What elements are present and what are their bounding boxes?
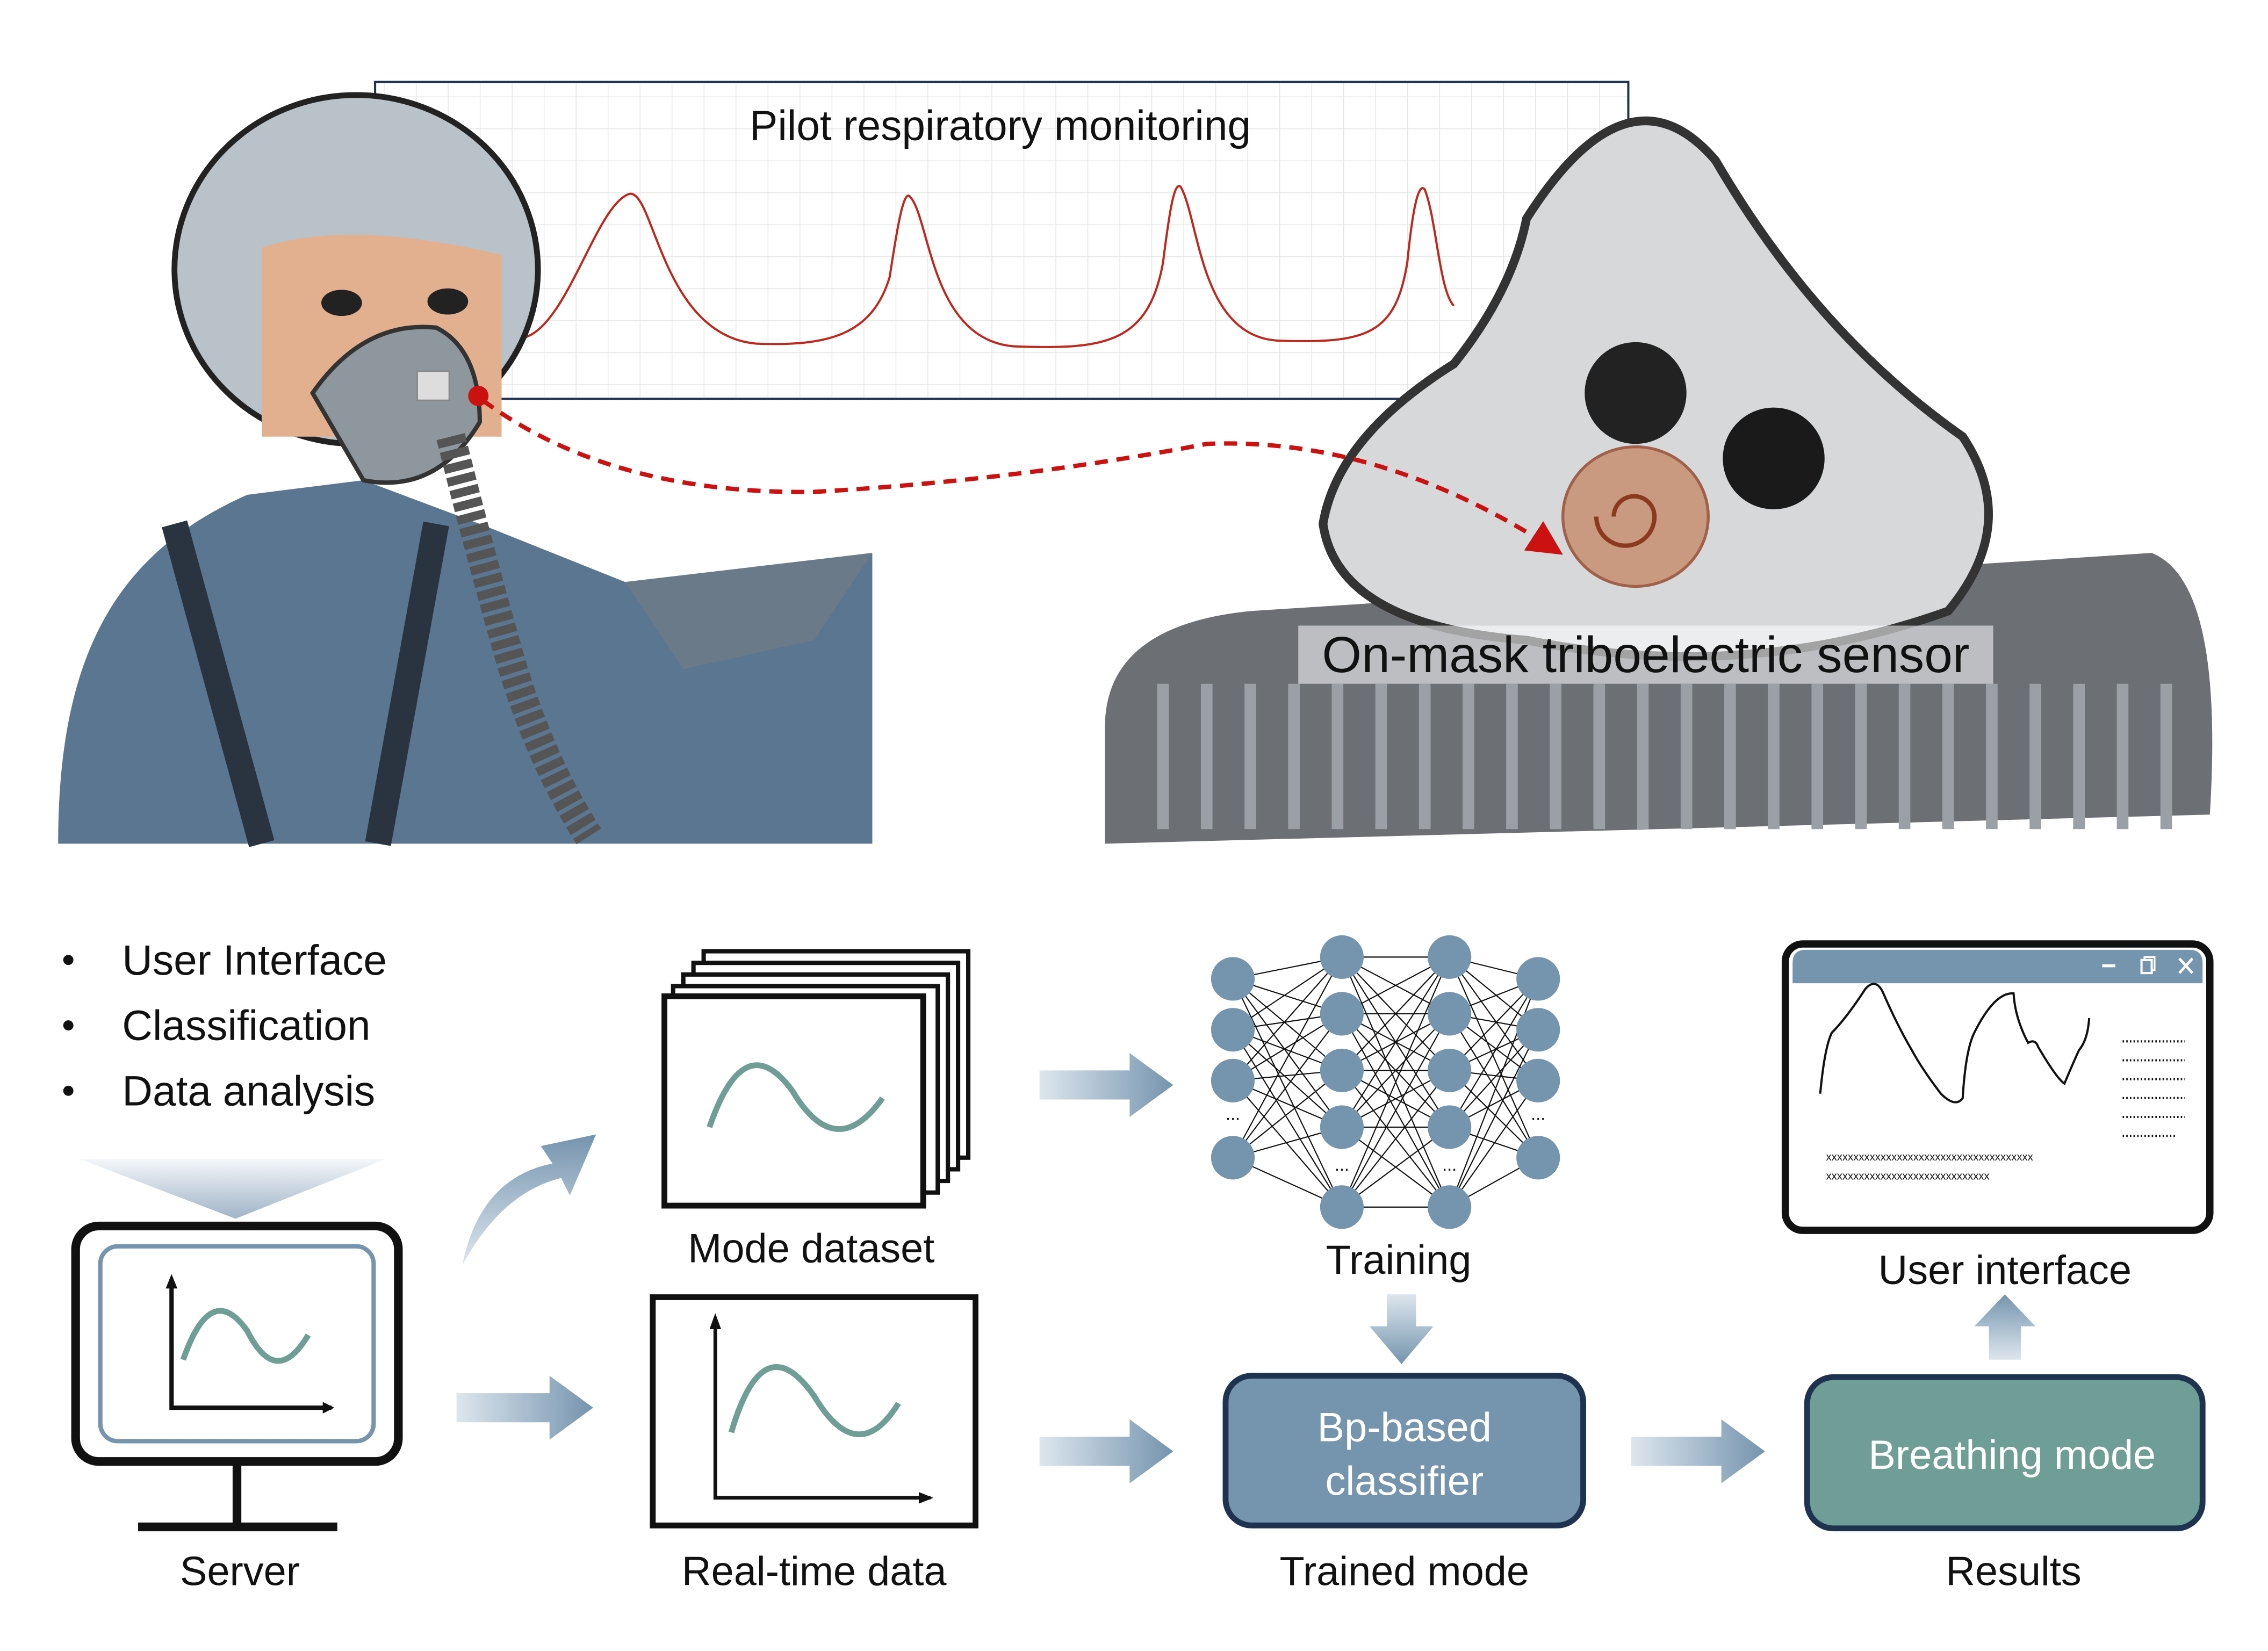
nn-node — [1428, 1105, 1472, 1149]
nn-connection — [1232, 1029, 1343, 1128]
feature-item: Data analysis — [63, 1067, 375, 1114]
respiratory-signal — [523, 185, 1455, 348]
nn-node — [1211, 957, 1255, 1001]
sensor-label: On-mask triboelectric sensor — [1322, 626, 1969, 683]
nn-node — [1320, 992, 1364, 1036]
nn-ellipsis: ... — [1226, 1104, 1240, 1123]
mode-dataset-icon — [661, 949, 971, 1209]
arrow-dataset-to-training — [1039, 1052, 1173, 1118]
nn-node — [1320, 1048, 1364, 1093]
nn-connection — [1341, 1070, 1450, 1208]
user-interface-label: User interface — [1878, 1248, 2132, 1293]
neural-network-icon: ............ — [1211, 935, 1560, 1229]
arrow-classifier-to-results — [1631, 1419, 1765, 1483]
svg-text:Bp-based: Bp-based — [1317, 1404, 1492, 1450]
nn-node — [1211, 1058, 1255, 1102]
server-feature-list: User Interface Classification Data analy… — [63, 936, 387, 1114]
mode-dataset-label: Mode dataset — [688, 1226, 934, 1272]
ui-text-line: xxxxxxxxxxxxxxxxxxxxxxxxxxxxxx — [1826, 1170, 1989, 1182]
nn-node — [1516, 957, 1560, 1001]
ui-waveform — [1819, 983, 2091, 1104]
nn-node — [1320, 1105, 1364, 1149]
curved-arrow — [462, 1134, 596, 1265]
svg-text:Breathing mode: Breathing mode — [1868, 1432, 2156, 1478]
nn-connection — [1232, 978, 1343, 1071]
nn-connection — [1232, 978, 1343, 1208]
nn-connection — [1341, 1127, 1450, 1208]
sensor-link-arrow — [481, 398, 1563, 555]
nn-ellipsis: ... — [1335, 1155, 1349, 1174]
nn-connection — [1341, 1013, 1450, 1128]
monitor-title: Pilot respiratory monitoring — [750, 102, 1251, 149]
results-label: Results — [1946, 1548, 2082, 1594]
nn-node — [1320, 1185, 1364, 1229]
nn-node — [1428, 1185, 1472, 1229]
arrow-results-to-ui — [1974, 1294, 2036, 1360]
nn-connection — [1449, 956, 1539, 1158]
nn-connection — [1449, 1080, 1539, 1208]
svg-text:User Interface: User Interface — [122, 936, 387, 984]
nn-node — [1428, 1048, 1472, 1093]
nn-connection — [1449, 1013, 1539, 1158]
nn-connection — [1341, 956, 1450, 1071]
nn-connection — [1232, 1013, 1343, 1158]
nn-node — [1428, 992, 1472, 1036]
nn-node — [1320, 935, 1364, 979]
nn-connection — [1232, 1080, 1343, 1208]
nn-node — [1516, 1008, 1560, 1052]
nn-connection — [1232, 956, 1343, 1082]
close-icon[interactable] — [2178, 957, 2194, 974]
nn-connection — [1232, 956, 1343, 1030]
svg-text:Data analysis: Data analysis — [122, 1067, 375, 1114]
user-interface-window: xxxxxxxxxxxxxxxxxxxxxxxxxxxxxxxxxxxxxx x… — [1781, 940, 2214, 1234]
nn-node — [1211, 1136, 1255, 1180]
realtime-data-label: Real-time data — [682, 1548, 947, 1594]
arrow-training-to-classifier — [1369, 1294, 1434, 1364]
nn-node — [1516, 1058, 1560, 1102]
server-icon — [71, 1221, 403, 1532]
nn-node — [1211, 1008, 1255, 1052]
nn-connection — [1449, 1029, 1539, 1128]
nn-node — [1428, 935, 1472, 979]
ui-text-line: xxxxxxxxxxxxxxxxxxxxxxxxxxxxxxxxxxxxxx — [1826, 1151, 2033, 1163]
nn-connection — [1341, 956, 1450, 1128]
feature-item: User Interface — [63, 936, 387, 984]
feature-item: Classification — [63, 1002, 370, 1049]
bp-classifier-box: Bp-based classifier — [1222, 1373, 1586, 1529]
nn-connection — [1449, 1029, 1539, 1208]
server-label: Server — [180, 1548, 300, 1594]
respiratory-monitor-panel: Pilot respiratory monitoring — [374, 81, 1630, 400]
svg-text:Classification: Classification — [122, 1002, 370, 1049]
restore-icon[interactable] — [2140, 956, 2156, 975]
nn-connection — [1449, 978, 1539, 1128]
mask-photo: On-mask triboelectric sensor — [1105, 116, 2213, 844]
nn-connection — [1341, 1013, 1450, 1208]
nn-connection — [1341, 956, 1450, 1208]
nn-ellipsis: ... — [1531, 1104, 1545, 1123]
training-label: Training — [1326, 1237, 1472, 1283]
nn-connection — [1232, 956, 1343, 1158]
nn-ellipsis: ... — [1442, 1155, 1457, 1174]
nn-connection — [1232, 978, 1343, 1128]
arrow-realtime-to-classifier — [1039, 1419, 1173, 1483]
realtime-data-icon — [650, 1294, 978, 1529]
pilot-illustration — [58, 92, 873, 847]
svg-text:classifier: classifier — [1325, 1459, 1484, 1504]
nn-node — [1516, 1136, 1560, 1180]
funnel-arrow — [80, 1159, 386, 1219]
breathing-mode-box: Breathing mode — [1804, 1374, 2206, 1532]
nn-connection — [1232, 1070, 1343, 1158]
arrow-server-to-realtime — [456, 1375, 593, 1440]
trained-mode-label: Trained mode — [1279, 1548, 1529, 1594]
